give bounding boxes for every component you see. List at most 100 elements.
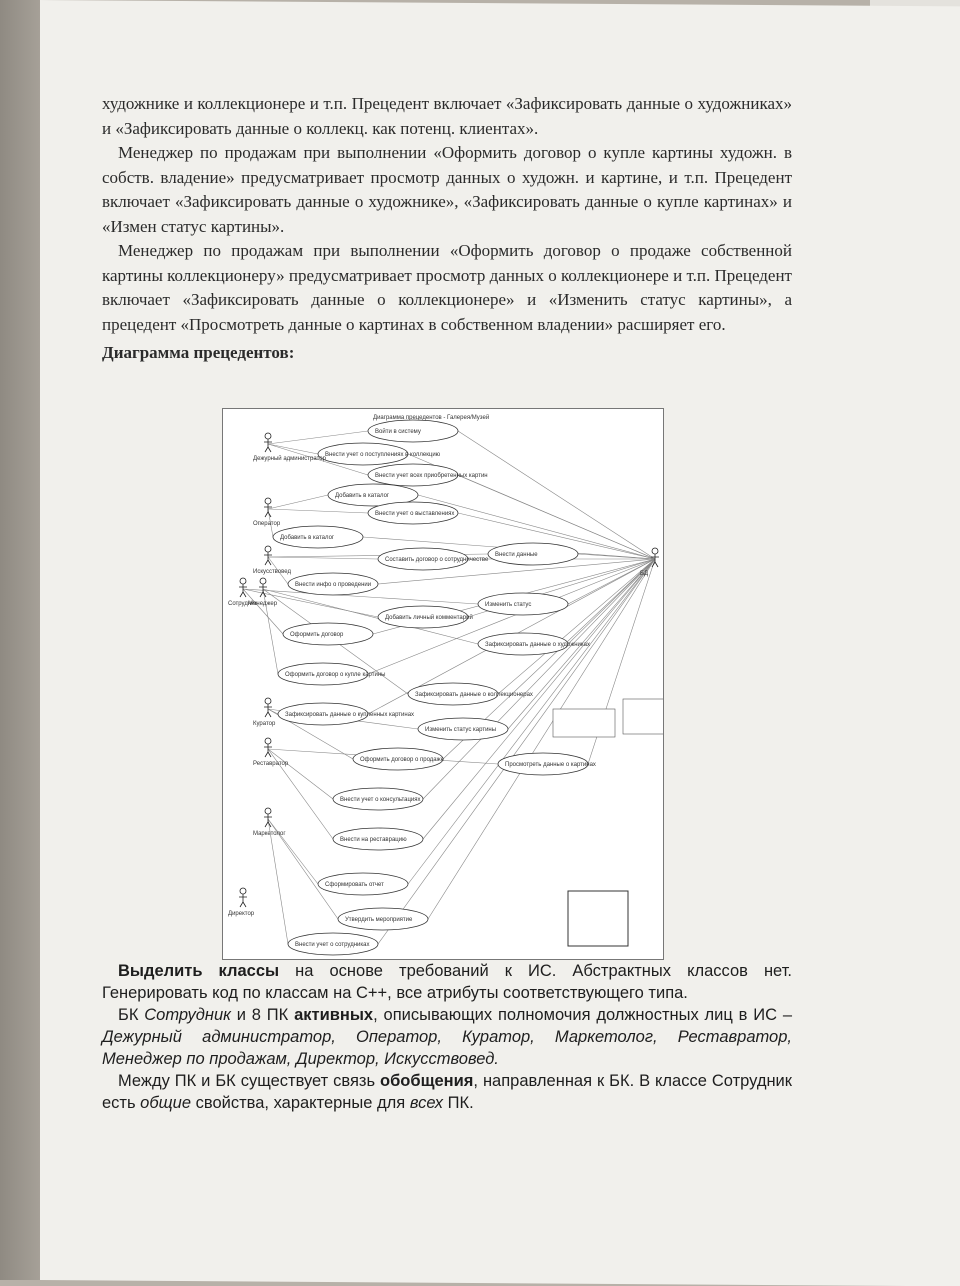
use-case-label: Составить договор о сотрудничестве — [385, 557, 489, 563]
use-case-label: Зафиксировать данные о коллекционерах — [415, 692, 533, 698]
p5-a: БК — [118, 1006, 145, 1024]
use-case-label: Сформировать отчет — [325, 882, 384, 888]
paragraph-5: БК Сотрудник и 8 ПК активных, описывающи… — [102, 1004, 792, 1070]
use-case-ellipse — [352, 747, 444, 771]
paragraph-4-bold: Выделить классы — [118, 962, 280, 980]
actor-icon: Менеджер — [248, 577, 278, 607]
actor-label: Оператор — [253, 521, 281, 527]
actor-label: Маркетолог — [253, 831, 286, 837]
diagram-links — [242, 430, 656, 945]
p6-d: ПК. — [443, 1094, 474, 1112]
use-case-label: Утвердить мероприятие — [345, 917, 413, 923]
text-block-bottom: Выделить классы на основе требований к И… — [102, 960, 792, 1114]
association-line — [262, 588, 479, 645]
diagram-inset-box — [567, 890, 629, 947]
use-case-label: Добавить личный комментарий — [385, 614, 473, 621]
diagram-title: Диаграмма прецедентов - Галерея/Музей — [373, 414, 489, 421]
association-line — [267, 443, 369, 476]
p6-italic2: всех — [409, 1094, 444, 1112]
use-case-diagram: Диаграмма прецедентов - Галерея/Музей Во… — [222, 408, 679, 960]
actor-icon: Сотрудник — [228, 577, 258, 607]
use-case-ellipse — [367, 463, 459, 487]
paragraph-4-rest: на основе требований к ИС. Абстрактных к… — [102, 962, 793, 1002]
p5-italic2: Дежурный администратор, Оператор, Курато… — [102, 1028, 792, 1068]
text-block-top: художнике и коллекционере и т.п. Прецеде… — [102, 92, 792, 366]
p6-bold: обобщения — [380, 1072, 474, 1090]
actor-icon: БД — [640, 547, 659, 577]
use-case-ellipse — [332, 827, 424, 851]
p6-c: свойства, характерные для — [191, 1094, 410, 1112]
p5-bold: активных — [294, 1006, 374, 1024]
use-case-ellipse — [327, 483, 419, 507]
association-line — [457, 474, 656, 560]
association-line — [422, 558, 656, 800]
use-case-ellipse — [287, 572, 379, 596]
use-case-ellipse — [497, 752, 589, 776]
use-case-label: Войти в систему — [375, 428, 421, 435]
association-line — [577, 553, 656, 560]
use-case-label: Изменить статус картины — [425, 727, 496, 733]
use-case-label: Оформить договор о купле картины — [285, 672, 385, 678]
use-case-ellipse — [282, 622, 374, 646]
use-case-label: Просмотреть данные о картинах — [505, 762, 596, 768]
use-case-ellipse — [337, 907, 429, 931]
association-line — [407, 558, 656, 885]
use-case-label: Добавить в каталог — [335, 493, 390, 499]
association-line — [367, 558, 656, 675]
diagram-actors: Дежурный администраторОператорИскусствов… — [228, 432, 659, 917]
association-line — [267, 748, 334, 840]
use-case-label: Внести инфо о проведении — [295, 582, 371, 588]
association-line — [267, 494, 329, 510]
use-case-ellipse — [272, 525, 364, 549]
use-case-ellipse — [487, 542, 579, 566]
use-case-ellipse — [477, 632, 569, 656]
association-line — [267, 818, 319, 885]
actor-label: Менеджер — [248, 601, 278, 607]
paragraph-6: Между ПК и БК существует связь обобщения… — [102, 1070, 792, 1114]
p6-a: Между ПК и БК существует связь — [118, 1072, 381, 1090]
use-case-ellipse — [317, 872, 409, 896]
association-line — [267, 443, 319, 455]
p5-b: и 8 ПК — [230, 1006, 295, 1024]
use-case-ellipse — [367, 419, 459, 443]
association-line — [267, 818, 289, 945]
use-case-label: Внести учет всех приобретенных картин — [375, 473, 488, 479]
actor-icon: Реставратор — [253, 737, 289, 767]
association-line — [267, 430, 369, 445]
actor-label: БД — [640, 571, 648, 577]
p5-italic1: Сотрудник — [144, 1006, 231, 1024]
actor-label: Реставратор — [253, 761, 289, 767]
association-line — [417, 494, 656, 560]
use-case-ellipse — [367, 501, 459, 525]
p6-b: , направленная к БК. В классе Сотрудник … — [102, 1072, 792, 1112]
actor-label: Куратор — [253, 721, 276, 727]
association-line — [427, 558, 656, 920]
use-case-label: Внести учет о сотрудниках — [295, 942, 369, 948]
association-line — [267, 556, 379, 560]
actor-icon: Искусствовед — [253, 545, 291, 575]
association-line — [242, 588, 479, 605]
use-case-label: Добавить в каталог — [280, 535, 335, 541]
use-case-label: Оформить договор о продаже — [360, 757, 445, 763]
association-line — [457, 430, 656, 560]
association-line — [377, 558, 656, 945]
association-line — [267, 748, 334, 800]
association-line — [422, 558, 656, 840]
use-case-ellipse — [377, 605, 469, 629]
diagram-heading: Диаграмма прецедентов: — [102, 343, 295, 362]
paragraph-4: Выделить классы на основе требований к И… — [102, 960, 792, 1004]
paragraph-2: Менеджер по продажам при выполнении «Офо… — [102, 143, 792, 236]
actor-icon: Директор — [228, 887, 255, 917]
p5-c: , описывающих полномочия должностных лиц… — [373, 1006, 793, 1024]
p6-italic1: общие — [140, 1094, 192, 1112]
actor-icon: Маркетолог — [253, 807, 286, 837]
association-line — [242, 588, 284, 635]
diagram-svg: Диаграмма прецедентов - Галерея/Музей Во… — [228, 414, 679, 956]
diagram-note-2 — [552, 708, 616, 738]
use-case-ellipse — [332, 787, 424, 811]
use-case-ellipse — [417, 717, 509, 741]
association-line — [262, 588, 279, 675]
actor-label: Дежурный администратор — [253, 455, 327, 462]
use-case-label: Зафиксировать данные о художниках — [485, 642, 590, 648]
use-case-label: Внести данные — [495, 552, 538, 558]
